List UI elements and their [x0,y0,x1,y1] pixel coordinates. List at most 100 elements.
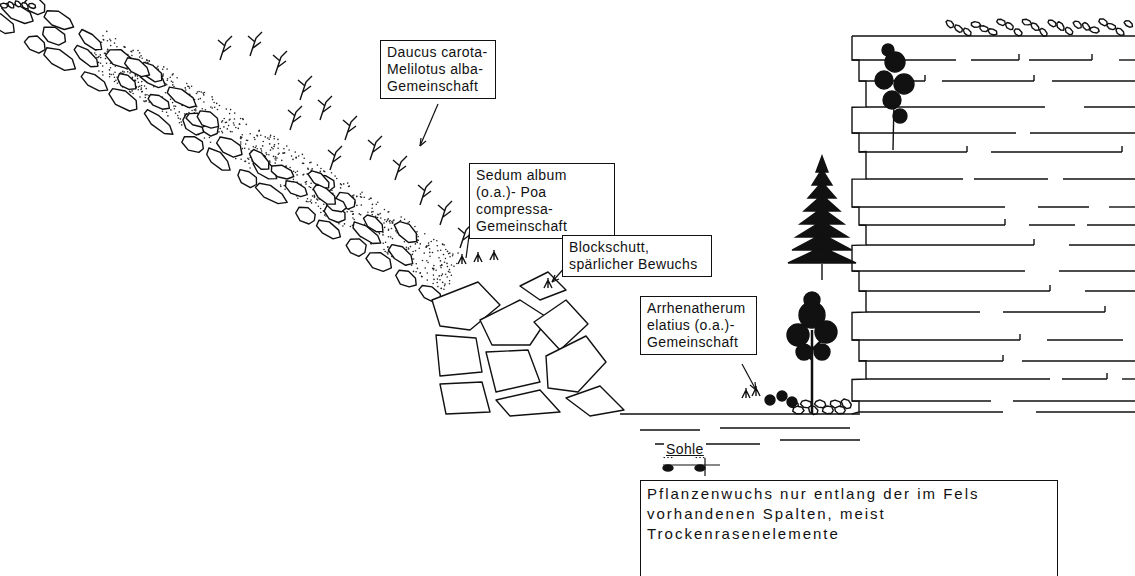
rock-stratum [1030,132,1135,133]
rock [997,19,1006,25]
gravel-dot [451,274,453,276]
gravel-dot [174,108,176,110]
gravel-dot [406,247,408,249]
herb [273,51,287,75]
rock-stratum [859,411,1003,412]
gravel-dot [240,143,242,145]
gravel-dot [217,109,219,111]
gravel-dot [103,39,105,41]
gravel-dot [270,149,272,151]
gravel-dot [361,192,363,194]
shrub [883,91,901,109]
rock [8,2,14,8]
rock-stratum [859,290,1050,291]
gravel-dot [437,250,439,252]
gravel-dot [432,283,434,285]
rock-block [546,336,606,392]
gravel-dot [246,140,248,142]
gravel-dot [317,164,319,166]
gravel-dot [103,39,105,41]
gravel-dot [312,195,314,197]
rock-joint [1104,306,1105,312]
gravel-dot [231,131,233,133]
gravel-dot [288,149,290,151]
gravel-dot [141,81,143,83]
gravel-dot [424,233,426,235]
gravel-dot [265,136,267,138]
gravel-dot [234,112,236,114]
gravel-dot [212,107,214,109]
gravel-dot [367,212,369,214]
gravel-dot [449,269,451,271]
gravel-dot [172,84,174,86]
gravel-dot [138,81,140,83]
gravel-dot [181,121,183,123]
gravel-dot [102,65,104,67]
gravel-dot [268,139,270,141]
gravel-dot [426,246,428,248]
gravel-dot [273,146,275,148]
rock [43,27,66,45]
rock [394,222,416,243]
gravel-dot [420,243,422,245]
gravel-dot [284,188,286,190]
gravel-dot [230,131,232,133]
gravel-dot [211,96,213,98]
tree-crown [796,344,812,360]
gravel-dot [162,68,164,70]
gravel-dot [418,240,420,242]
gravel-dot [442,282,444,284]
herb [218,36,232,60]
gravel-dot [427,279,429,281]
herb [438,201,452,225]
gravel-dot [235,127,237,129]
rock [167,87,196,108]
rock-block [566,386,624,416]
rock-stratum [866,244,1034,245]
gravel-dot [389,222,391,224]
gravel-dot [239,123,241,125]
small-plant [474,252,482,262]
rock [1014,29,1022,36]
rock-joint [1004,219,1005,225]
gravel-dot [266,154,268,156]
gravel-dot [219,105,221,107]
rock [125,58,150,77]
gravel-dot [110,40,112,42]
gravel-dot [389,220,391,222]
herb [418,181,432,205]
gravel-dot [146,60,148,62]
rock [793,406,804,414]
gravel-dot [145,97,147,99]
gravel-dot [140,55,142,57]
rock [148,95,169,110]
gravel-dot [305,183,307,185]
rock [1,3,8,8]
gravel-dot [132,93,134,95]
gravel-dot [172,73,174,75]
gravel-dot [296,174,298,176]
gravel-dot [104,53,106,55]
gravel-dot [429,255,431,257]
crevice-plant [663,465,673,471]
gravel-dot [310,187,312,189]
gravel-dot [416,263,418,265]
gravel-dot [167,78,169,80]
gravel-dot [411,265,413,267]
gravel-dot [175,105,177,107]
herb [368,136,382,160]
gravel-dot [221,121,223,123]
gravel-dot [377,202,379,204]
gravel-dot [436,282,438,284]
gravel-dot [261,150,263,152]
rock [1099,19,1107,26]
gravel-dot [139,96,141,98]
gravel-dot [244,148,246,150]
gravel-dot [249,167,251,169]
gravel-dot [360,193,362,195]
gravel-dot [278,153,280,155]
rock [118,74,136,90]
gravel-dot [145,100,147,102]
gravel-dot [433,239,435,241]
gravel-dot [163,66,165,68]
